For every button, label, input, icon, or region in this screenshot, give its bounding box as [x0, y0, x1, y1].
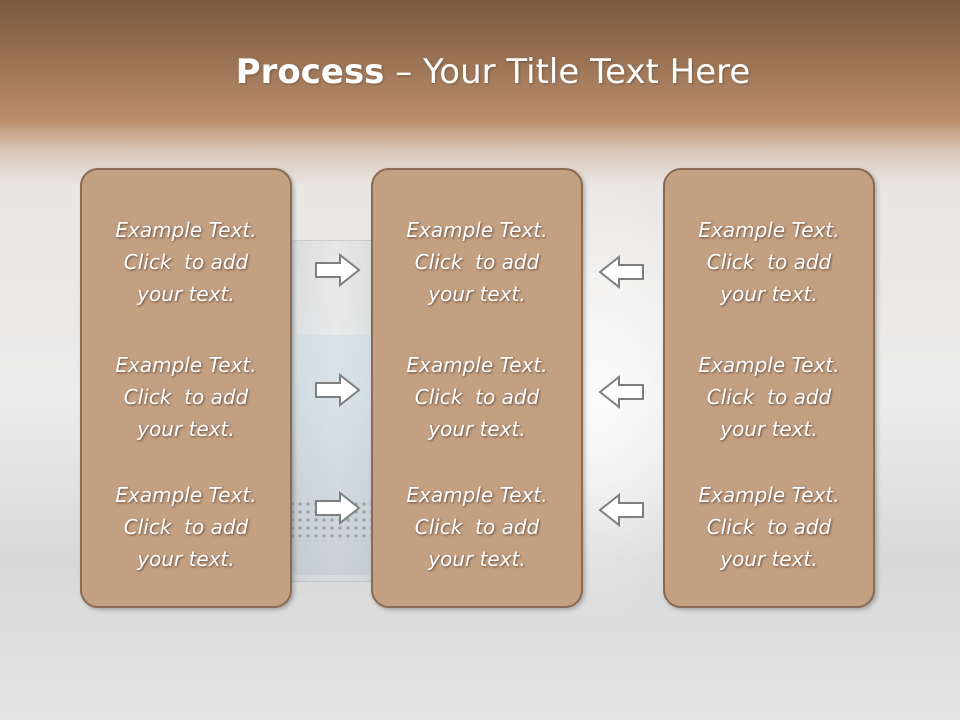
text-line: Click to add: [123, 385, 249, 409]
process-box-center[interactable]: Example Text. Click to add your text. Ex…: [371, 168, 583, 608]
slide-title[interactable]: Process – Your Title Text Here: [0, 52, 960, 92]
text-line: your text.: [428, 547, 526, 571]
text-block[interactable]: Example Text. Click to add your text.: [665, 214, 873, 310]
text-block[interactable]: Example Text. Click to add your text.: [665, 479, 873, 575]
text-line: Example Text.: [406, 353, 548, 377]
text-line: your text.: [720, 282, 818, 306]
text-line: Click to add: [706, 385, 832, 409]
text-line: your text.: [137, 547, 235, 571]
right-arrow-icon: [314, 490, 362, 526]
text-block[interactable]: Example Text. Click to add your text.: [82, 214, 290, 310]
text-block[interactable]: Example Text. Click to add your text.: [82, 349, 290, 445]
glass-water: [282, 335, 388, 575]
text-line: Click to add: [414, 515, 540, 539]
text-line: your text.: [720, 417, 818, 441]
left-arrow-icon: [597, 374, 645, 410]
text-line: Example Text.: [115, 218, 257, 242]
text-line: your text.: [137, 417, 235, 441]
text-block[interactable]: Example Text. Click to add your text.: [373, 349, 581, 445]
right-arrow-icon: [314, 252, 362, 288]
left-arrow-icon: [597, 492, 645, 528]
text-line: Click to add: [123, 515, 249, 539]
text-block[interactable]: Example Text. Click to add your text.: [373, 214, 581, 310]
right-arrow-icon: [314, 372, 362, 408]
text-line: Click to add: [706, 515, 832, 539]
text-line: Example Text.: [698, 218, 840, 242]
process-box-right[interactable]: Example Text. Click to add your text. Ex…: [663, 168, 875, 608]
text-line: your text.: [428, 282, 526, 306]
text-line: Example Text.: [406, 483, 548, 507]
process-box-left[interactable]: Example Text. Click to add your text. Ex…: [80, 168, 292, 608]
title-rest: – Your Title Text Here: [384, 52, 751, 92]
text-line: Example Text.: [406, 218, 548, 242]
text-block[interactable]: Example Text. Click to add your text.: [665, 349, 873, 445]
text-line: your text.: [720, 547, 818, 571]
text-line: Example Text.: [698, 483, 840, 507]
text-line: Example Text.: [115, 483, 257, 507]
title-bold: Process: [235, 52, 385, 92]
text-line: your text.: [428, 417, 526, 441]
left-arrow-icon: [597, 254, 645, 290]
text-block[interactable]: Example Text. Click to add your text.: [82, 479, 290, 575]
text-line: Click to add: [706, 250, 832, 274]
text-line: Click to add: [414, 250, 540, 274]
text-line: Example Text.: [698, 353, 840, 377]
text-line: your text.: [137, 282, 235, 306]
text-line: Click to add: [414, 385, 540, 409]
text-line: Click to add: [123, 250, 249, 274]
text-line: Example Text.: [115, 353, 257, 377]
text-block[interactable]: Example Text. Click to add your text.: [373, 479, 581, 575]
